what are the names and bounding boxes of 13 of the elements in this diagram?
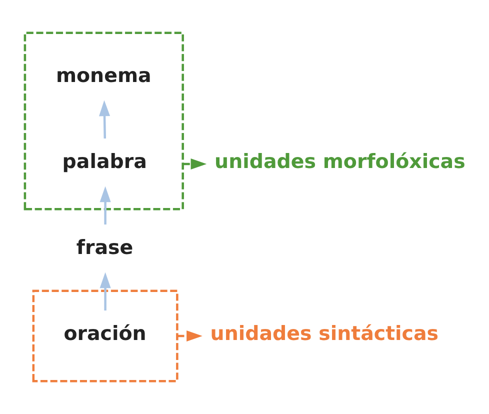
- cluster: [24, 32, 184, 210]
- arrow: [98, 100, 110, 139]
- node-text: monema: [56, 64, 152, 87]
- node-text: unidades sintácticas: [210, 322, 439, 345]
- node-text: oración: [64, 322, 146, 345]
- arrow: [100, 272, 111, 310]
- node-text: palabra: [62, 150, 147, 173]
- node-text: unidades morfolóxicas: [214, 150, 466, 173]
- arrow: [182, 158, 207, 170]
- arrow: [100, 186, 111, 225]
- cluster: [32, 290, 178, 382]
- node-text: frase: [76, 236, 134, 259]
- arrow: [177, 330, 202, 342]
